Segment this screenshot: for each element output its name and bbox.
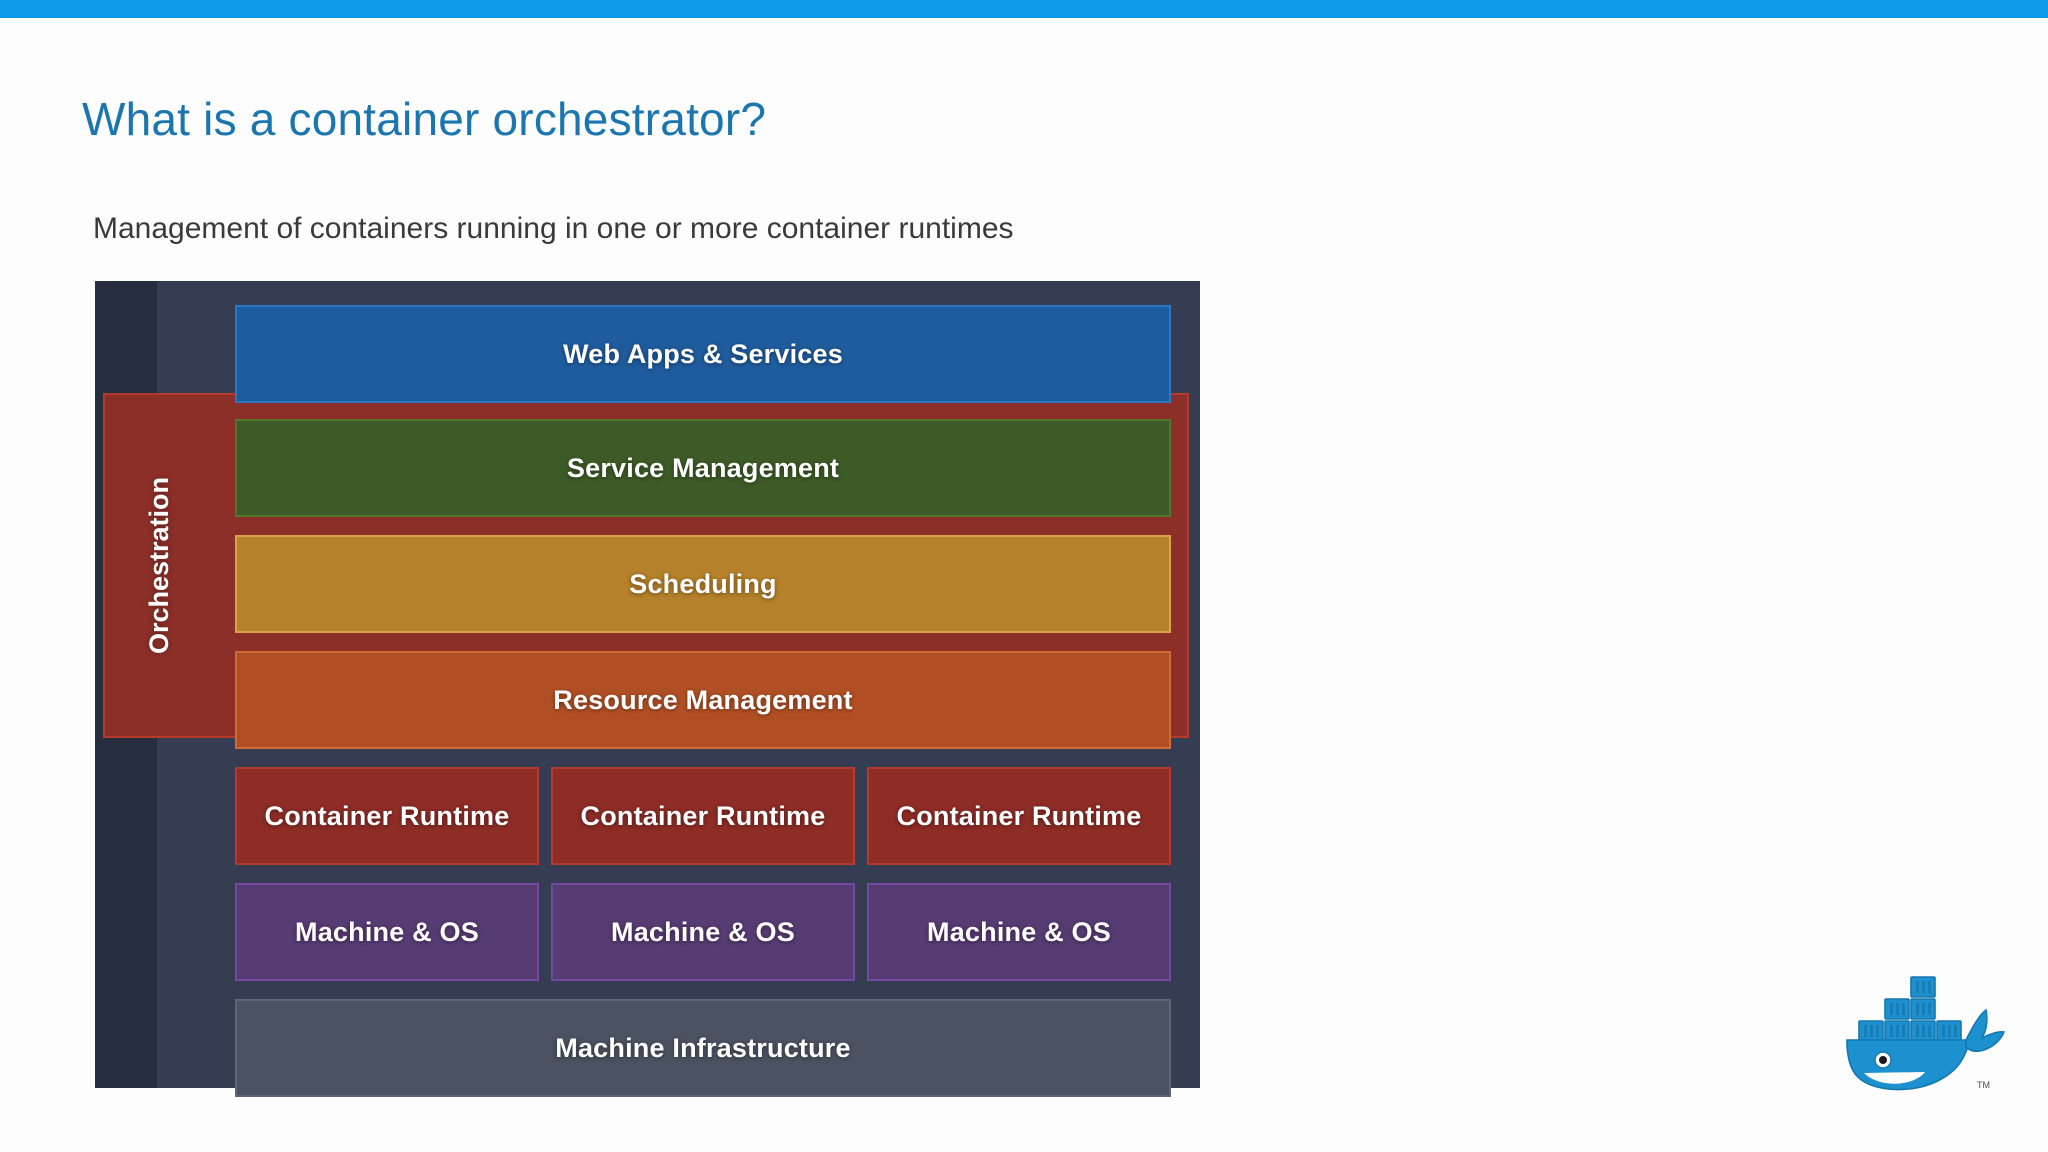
layer-machine-os-3: Machine & OS (867, 883, 1171, 981)
orchestration-label: Orchestration (129, 395, 191, 736)
slide-subtitle: Management of containers running in one … (93, 212, 1014, 245)
layer-web-apps-and-services: Web Apps & Services (235, 305, 1171, 403)
page-title: What is a container orchestrator? (82, 93, 767, 145)
orchestrator-stack-diagram: Orchestration Web Apps & Services Servic… (95, 281, 1200, 1097)
orchestration-label-text: Orchestration (144, 476, 175, 655)
layer-container-runtime-2: Container Runtime (551, 767, 855, 865)
layer-machine-os-2: Machine & OS (551, 883, 855, 981)
layer-scheduling: Scheduling (235, 535, 1171, 633)
layer-service-management: Service Management (235, 419, 1171, 517)
layer-container-runtime-1: Container Runtime (235, 767, 539, 865)
top-accent-bar (0, 0, 2048, 18)
docker-whale-logo: TM (1830, 968, 2010, 1098)
layer-container-runtime-3: Container Runtime (867, 767, 1171, 865)
docker-whale-icon: TM (1846, 976, 2006, 1091)
trademark-text: TM (1977, 1080, 1990, 1090)
layer-resource-management: Resource Management (235, 651, 1171, 749)
layer-machine-os-1: Machine & OS (235, 883, 539, 981)
layer-machine-infrastructure: Machine Infrastructure (235, 999, 1171, 1097)
